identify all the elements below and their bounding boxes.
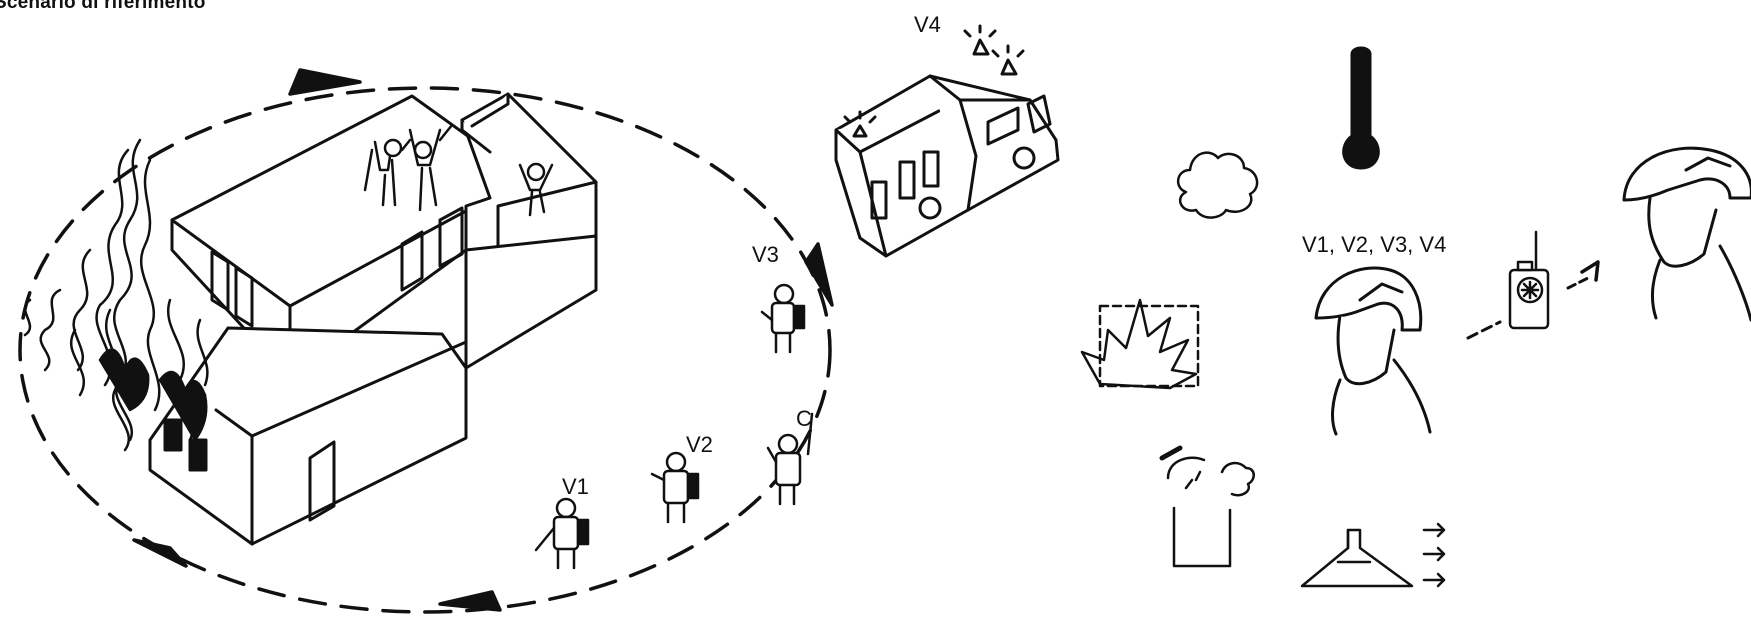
radio-icon [1510, 232, 1548, 328]
smoke-cloud-icon [1178, 153, 1257, 218]
label-v2: V2 [686, 432, 713, 458]
label-v3: V3 [752, 242, 779, 268]
extinguisher-icon [1162, 448, 1254, 566]
burning-building [150, 94, 596, 544]
firefighter-v3 [762, 285, 804, 352]
firefighter-v1 [536, 499, 588, 568]
label-v4: V4 [914, 12, 941, 38]
thermometer-icon [1344, 48, 1379, 168]
label-v1: V1 [562, 474, 589, 500]
fire-engine [836, 26, 1058, 256]
fire-icon [1082, 300, 1198, 388]
commander-helmet [1624, 148, 1751, 320]
label-c: C [796, 406, 812, 432]
label-team: V1, V2, V3, V4 [1302, 232, 1446, 258]
firefighter-helmet [1316, 268, 1430, 434]
firefighter-v2 [652, 453, 698, 522]
building-fire [25, 140, 207, 450]
sprinkler-icon [1302, 524, 1444, 586]
